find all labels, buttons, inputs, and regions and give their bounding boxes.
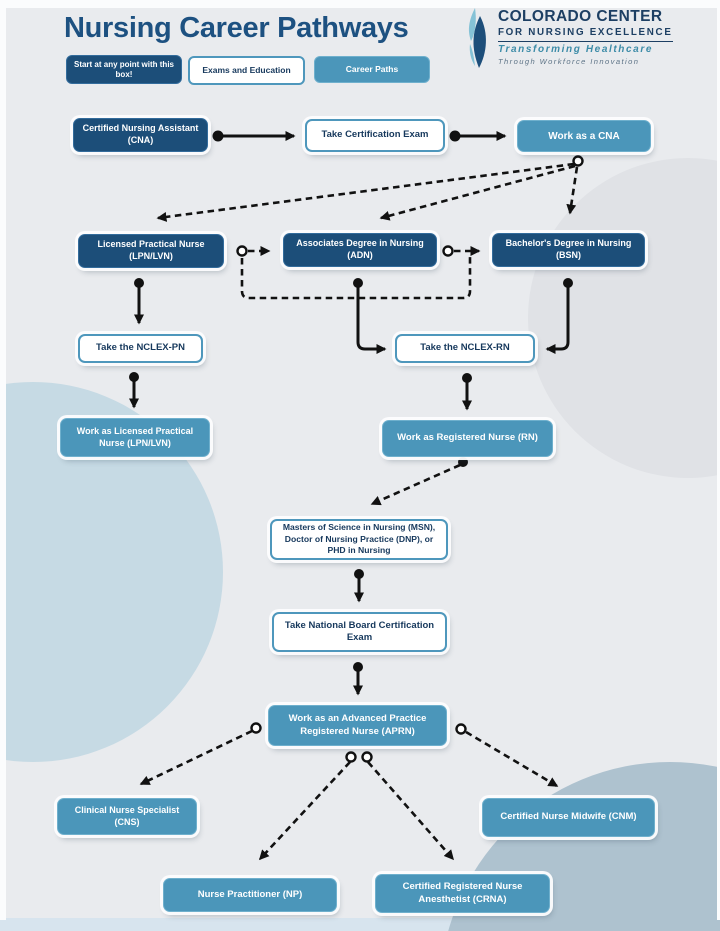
page-title: Nursing Career Pathways xyxy=(64,12,409,44)
frame-left xyxy=(0,0,6,920)
logo-line1: COLORADO CENTER xyxy=(498,8,663,25)
frame-right xyxy=(717,0,720,920)
node-clinical-nurse-specialist: Clinical Nurse Specialist (CNS) xyxy=(57,798,197,835)
frame-top xyxy=(0,0,720,8)
logo-text: COLORADO CENTER FOR NURSING EXCELLENCE T… xyxy=(498,8,673,66)
node-work-as-rn: Work as Registered Nurse (RN) xyxy=(382,420,553,457)
node-nurse-practitioner: Nurse Practitioner (NP) xyxy=(163,878,337,912)
legend-career-paths: Career Paths xyxy=(314,56,430,83)
logo-tagline1: Transforming Healthcare xyxy=(498,44,653,55)
node-certified-registered-nurse-anesthetist: Certified Registered Nurse Anesthetist (… xyxy=(375,874,550,913)
node-msn-dnp-phd: Masters of Science in Nursing (MSN), Doc… xyxy=(270,519,448,560)
node-national-board-exam: Take National Board Certification Exam xyxy=(272,612,447,652)
node-certified-nurse-midwife: Certified Nurse Midwife (CNM) xyxy=(482,798,655,837)
legend-start-box: Start at any point with this box! xyxy=(66,55,182,84)
node-bachelors-degree-nursing: Bachelor's Degree in Nursing (BSN) xyxy=(492,233,645,267)
logo-divider xyxy=(498,41,673,42)
legend-exams-education: Exams and Education xyxy=(188,56,305,85)
node-work-as-cna: Work as a CNA xyxy=(517,120,651,152)
node-work-as-lpn: Work as Licensed Practical Nurse (LPN/LV… xyxy=(60,418,210,457)
node-take-nclex-pn: Take the NCLEX-PN xyxy=(78,334,203,363)
node-work-as-aprn: Work as an Advanced Practice Registered … xyxy=(268,705,447,746)
node-take-certification-exam: Take Certification Exam xyxy=(305,119,445,152)
node-associates-degree-nursing: Associates Degree in Nursing (ADN) xyxy=(283,233,437,267)
node-certified-nursing-assistant: Certified Nursing Assistant (CNA) xyxy=(73,118,208,152)
node-licensed-practical-nurse: Licensed Practical Nurse (LPN/LVN) xyxy=(78,234,224,268)
logo-tagline2: Through Workforce Innovation xyxy=(498,57,640,66)
logo-line2: FOR NURSING EXCELLENCE xyxy=(498,27,673,38)
flame-icon xyxy=(466,8,492,75)
node-take-nclex-rn: Take the NCLEX-RN xyxy=(395,334,535,363)
org-logo: COLORADO CENTER FOR NURSING EXCELLENCE T… xyxy=(466,8,712,75)
